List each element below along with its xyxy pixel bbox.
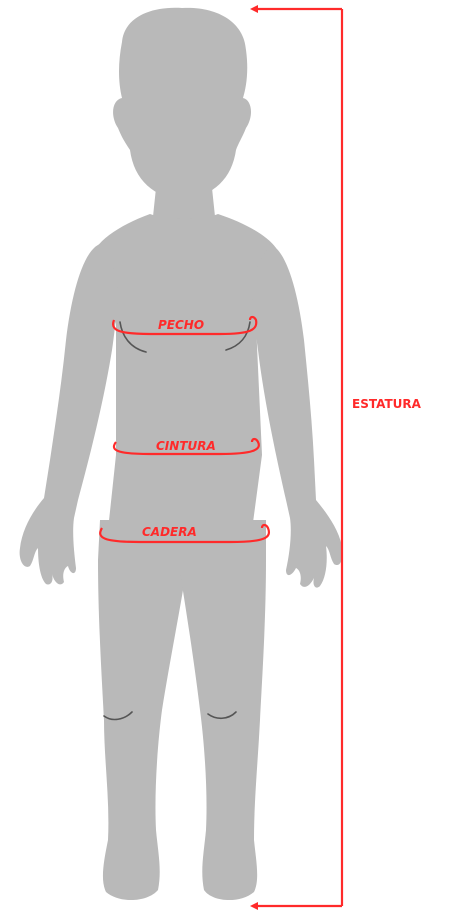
waist-label: CINTURA	[156, 439, 216, 453]
bottom-arrow-icon	[250, 902, 258, 910]
chest-label: PECHO	[158, 318, 204, 332]
hip-label: CADERA	[142, 525, 197, 539]
height-label: ESTATURA	[352, 397, 422, 411]
torso	[96, 214, 276, 530]
head	[113, 8, 251, 200]
top-arrow-icon	[250, 5, 258, 13]
left-leg	[98, 520, 186, 900]
right-leg	[180, 520, 266, 900]
